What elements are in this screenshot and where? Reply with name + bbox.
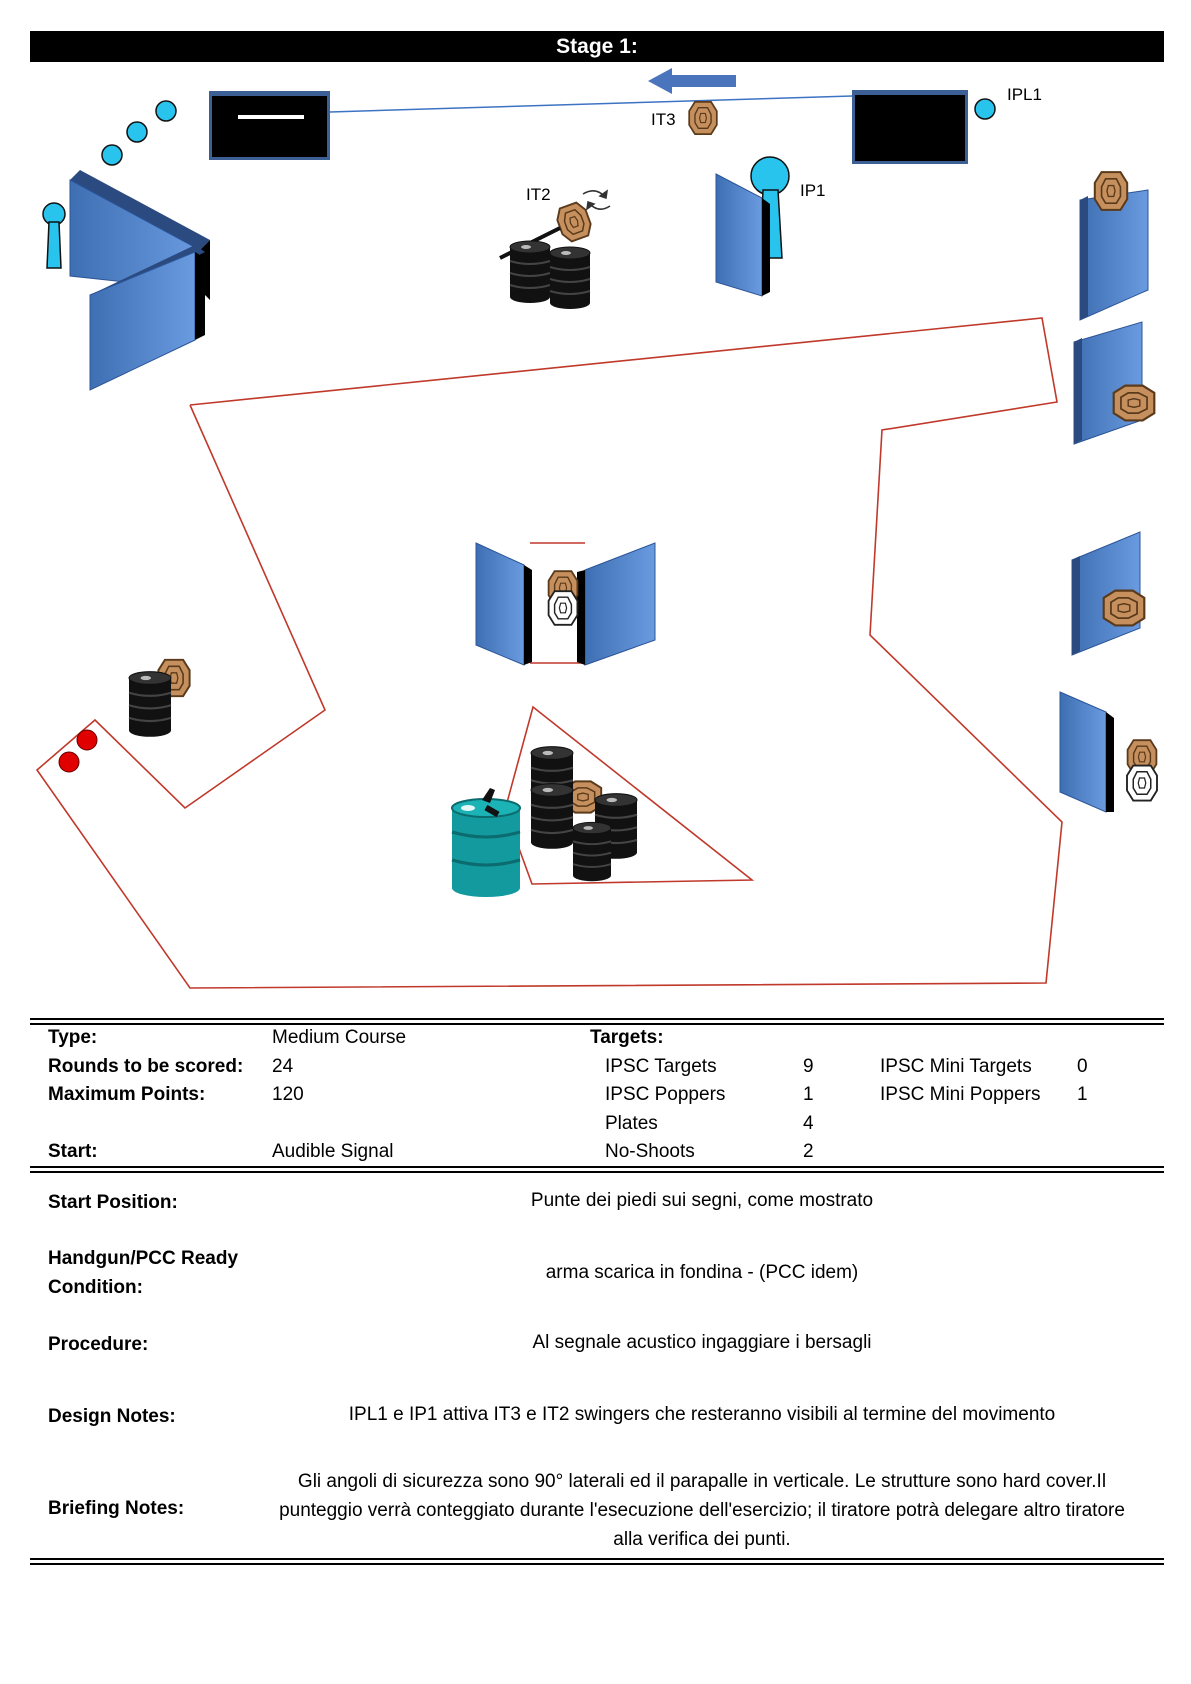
stage-diagram (35, 68, 1158, 989)
procedure-value: Al segnale acustico ingaggiare i bersagl… (532, 1332, 872, 1353)
arrow-left-icon (648, 68, 736, 94)
rounds-label: Rounds to be scored: (48, 1056, 244, 1077)
mini-target-name: IPSC Mini Targets (880, 1056, 1032, 1077)
rotate-arrows-icon (582, 189, 611, 211)
start-position-value: Punte dei piedi sui segni, come mostrato (530, 1190, 874, 1211)
target-count: 9 (803, 1056, 814, 1077)
start-mark-icon (58, 729, 98, 773)
barrel-icon (572, 821, 612, 883)
fault-line-triangle (504, 705, 755, 885)
divider (30, 1563, 1164, 1565)
window-port-icon (209, 91, 330, 160)
divider (30, 1023, 1164, 1025)
ipsc-target-icon (688, 101, 718, 135)
no-shoot-icon (547, 590, 579, 626)
window-port-icon (852, 90, 968, 164)
target-count: 2 (803, 1141, 814, 1162)
design-notes-label: Design Notes: (48, 1406, 176, 1427)
targets-label: Targets: (590, 1027, 664, 1048)
barrel-icon (509, 240, 551, 304)
mini-target-name: IPSC Mini Poppers (880, 1084, 1041, 1105)
ipsc-target-icon (1093, 171, 1129, 211)
wall-icon (1059, 691, 1114, 813)
target-name: No-Shoots (605, 1141, 695, 1162)
briefing-notes-label: Briefing Notes: (48, 1498, 185, 1519)
procedure-label: Procedure: (48, 1334, 149, 1355)
target-name: IPSC Targets (605, 1056, 717, 1077)
ready-condition-value: arma scarica in fondina - (PCC idem) (545, 1262, 859, 1283)
popper-icon (42, 202, 66, 269)
ready-condition-label: Handgun/PCC Ready (48, 1248, 239, 1269)
briefing-notes-value: Gli angoli di sicurezza sono 90° lateral… (279, 1471, 1125, 1550)
divider (30, 1171, 1164, 1173)
divider (30, 1166, 1164, 1168)
stage-title: Stage 1: (30, 31, 1164, 62)
mini-target-count: 1 (1077, 1084, 1088, 1105)
max-points-label: Maximum Points: (48, 1084, 206, 1105)
label-it3: IT3 (651, 110, 676, 129)
ipsc-target-icon (1102, 589, 1146, 627)
start-value: Audible Signal (272, 1141, 394, 1162)
label-ipl1: IPL1 (1007, 85, 1042, 104)
wall-icon (89, 245, 205, 391)
rounds-value: 24 (272, 1056, 294, 1077)
target-count: 1 (803, 1084, 814, 1105)
design-notes-value: IPL1 e IP1 attiva IT3 e IT2 swingers che… (348, 1404, 1056, 1425)
ready-condition-label: Condition: (48, 1277, 143, 1298)
barrel-icon (529, 782, 575, 850)
label-it2: IT2 (526, 185, 551, 204)
no-shoot-icon (1126, 764, 1158, 802)
wall-icon (715, 173, 770, 297)
type-label: Type: (48, 1027, 98, 1048)
start-position-label: Start Position: (48, 1192, 178, 1213)
wall-icon (475, 542, 532, 666)
barrel-icon (127, 670, 173, 738)
divider (30, 1018, 1164, 1020)
target-count: 4 (803, 1113, 814, 1134)
wall-icon (577, 542, 656, 666)
ipsc-target-icon (1112, 384, 1156, 422)
barrel-icon (549, 246, 591, 310)
plate-icon (101, 98, 996, 166)
max-points-value: 120 (272, 1084, 304, 1105)
target-name: Plates (605, 1113, 658, 1134)
divider (30, 1558, 1164, 1560)
start-label: Start: (48, 1141, 98, 1162)
fault-line (35, 317, 1063, 989)
type-value: Medium Course (272, 1027, 407, 1048)
barrel-icon (451, 798, 521, 897)
mini-target-count: 0 (1077, 1056, 1088, 1077)
label-ip1: IP1 (800, 181, 826, 200)
target-name: IPSC Poppers (605, 1084, 726, 1105)
wall-icon (1073, 321, 1143, 445)
gun-icon (482, 788, 500, 818)
